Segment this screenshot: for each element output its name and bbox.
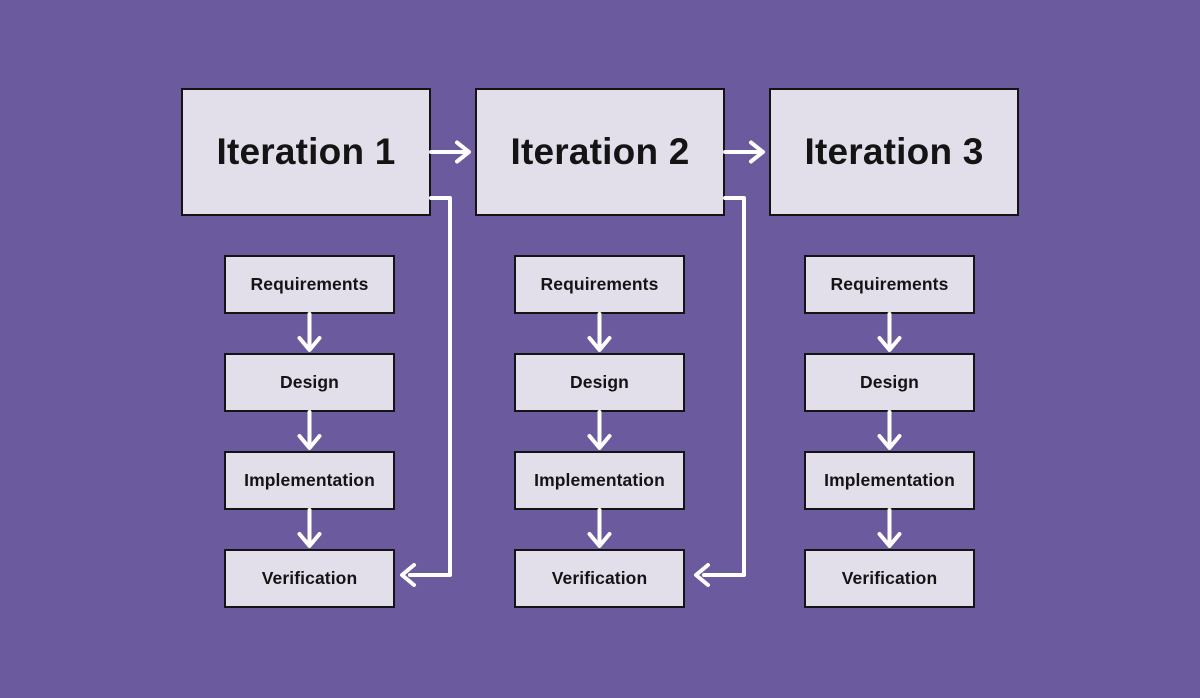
iteration-2-step-design-box: Design [514,353,685,412]
step-label: Verification [551,568,648,588]
step-label: Verification [841,568,938,588]
step-label: Design [860,372,919,392]
iteration-1-step-design-box: Design [224,353,395,412]
iteration-1-box: Iteration 1 [181,88,431,216]
arrow-iteration-2-to-iteration-3-icon [723,140,765,164]
iteration-3-step-design-box: Design [804,353,975,412]
iteration-1-step-implementation-box: Implementation [224,451,395,510]
arrow-iteration-1-to-iteration-2-icon [429,140,471,164]
iteration-1-label: Iteration 1 [216,131,396,172]
step-label: Design [280,372,339,392]
iteration-3-step-implementation-box: Implementation [804,451,975,510]
iteration-3-step-arrows-icon [877,312,902,548]
iteration-2-step-verification-box: Verification [514,549,685,608]
feedback-arrow-iteration-2-to-verification-icon [694,196,746,587]
iteration-3-step-requirements-box: Requirements [804,255,975,314]
iteration-2-box: Iteration 2 [475,88,725,216]
step-label: Design [570,372,629,392]
iteration-1-step-arrows-icon [297,312,322,548]
iteration-2-step-requirements-box: Requirements [514,255,685,314]
iteration-3-box: Iteration 3 [769,88,1019,216]
iteration-1-step-requirements-box: Requirements [224,255,395,314]
step-label: Requirements [830,274,949,294]
step-label: Implementation [244,470,375,490]
step-label: Verification [261,568,358,588]
step-label: Implementation [824,470,955,490]
step-label: Implementation [534,470,665,490]
iteration-2-label: Iteration 2 [510,131,690,172]
iteration-3-step-verification-box: Verification [804,549,975,608]
iteration-1-step-verification-box: Verification [224,549,395,608]
iteration-2-step-arrows-icon [587,312,612,548]
step-label: Requirements [540,274,659,294]
iteration-3-label: Iteration 3 [804,131,984,172]
feedback-arrow-iteration-1-to-verification-icon [400,196,452,587]
step-label: Requirements [250,274,369,294]
iteration-2-step-implementation-box: Implementation [514,451,685,510]
